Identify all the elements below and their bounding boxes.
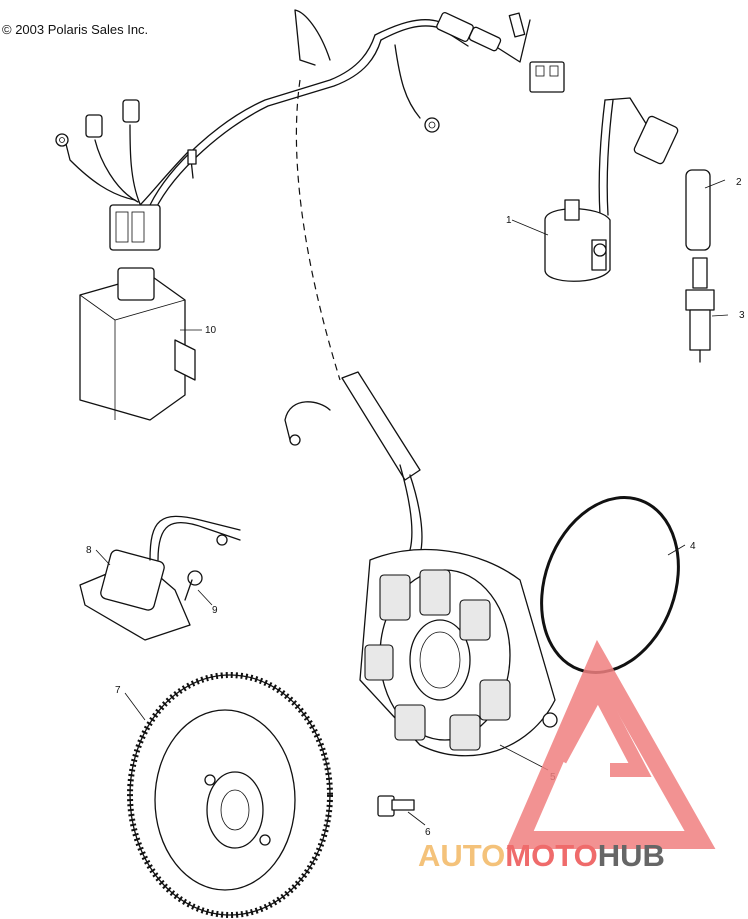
cdi-module bbox=[79, 267, 196, 421]
callout-7: 7 bbox=[115, 685, 121, 696]
bolt-6 bbox=[377, 795, 415, 817]
callout-2: 2 bbox=[736, 177, 742, 188]
callout-10: 10 bbox=[205, 325, 217, 336]
callout-4: 4 bbox=[690, 541, 696, 552]
spark-plug bbox=[685, 257, 715, 363]
watermark-logo bbox=[506, 639, 716, 849]
callout-3: 3 bbox=[739, 310, 745, 321]
callout-1: 1 bbox=[506, 215, 512, 226]
wiring-harness bbox=[55, 9, 565, 251]
screw-9 bbox=[184, 570, 203, 601]
callout-8: 8 bbox=[86, 545, 92, 556]
stator-assembly bbox=[359, 549, 558, 757]
watermark-text: AUTOMOTOHUB bbox=[418, 838, 665, 873]
callout-6: 6 bbox=[425, 827, 431, 838]
watermark-hub: HUB bbox=[598, 838, 665, 873]
watermark-moto: MOTO bbox=[505, 838, 597, 873]
trigger-coil bbox=[79, 515, 241, 641]
stator-lead bbox=[284, 371, 423, 556]
flywheel bbox=[127, 672, 333, 918]
watermark-auto: AUTO bbox=[418, 838, 505, 873]
leader-lines bbox=[95, 179, 729, 826]
callout-9: 9 bbox=[212, 605, 218, 616]
dashed-routing-line bbox=[295, 79, 341, 381]
ignition-coil bbox=[544, 97, 711, 282]
copyright-notice: © 2003 Polaris Sales Inc. bbox=[2, 22, 149, 37]
o-ring bbox=[540, 496, 680, 674]
